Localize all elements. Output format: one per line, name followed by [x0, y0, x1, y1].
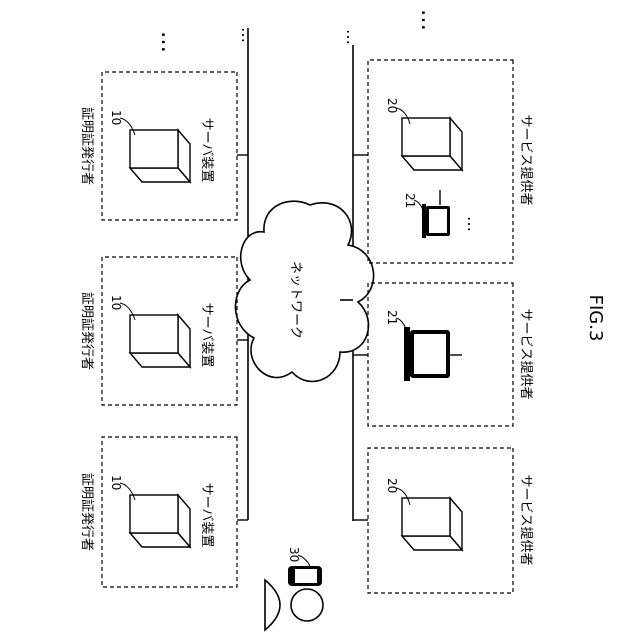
provider-group-3: サービス提供者 20: [353, 448, 534, 593]
server-cube-icon: [130, 130, 190, 182]
provider-title: サービス提供者: [518, 308, 534, 399]
laptop-icon: [422, 204, 450, 238]
issuer-title: 証明証発行者: [79, 473, 94, 551]
server-label: サーバ装置: [199, 303, 214, 368]
figure-caption: FIG.3: [585, 295, 606, 342]
provider-title: サービス提供者: [518, 114, 534, 205]
user-person-icon: [265, 580, 323, 630]
server-ref-number: 10: [109, 110, 123, 125]
network-label: ネットワーク: [288, 261, 303, 339]
server-ref-number: 10: [109, 475, 123, 490]
providers-ellipsis: …: [416, 9, 441, 31]
server-ref-number: 20: [385, 478, 399, 493]
issuer-group-3: 証明証発行者 10 サーバ装置: [79, 437, 248, 587]
bus-ellipsis-issuers: …: [238, 27, 257, 43]
issuer-title: 証明証発行者: [79, 107, 94, 185]
smartphone-icon: [288, 566, 322, 586]
server-cube-icon: [130, 495, 190, 547]
server-label: サーバ装置: [199, 118, 214, 183]
server-ref-number: 20: [385, 98, 399, 113]
user-ref-number: 30: [287, 547, 301, 562]
terminal-ellipsis: …: [464, 216, 483, 232]
bus-ellipsis-providers: …: [343, 29, 362, 45]
provider-group-1: サービス提供者 20 21 …: [353, 60, 534, 263]
server-cube-icon: [130, 315, 190, 367]
issuer-group-1: 証明証発行者 10 サーバ装置: [79, 72, 248, 220]
issuers-ellipsis: …: [156, 31, 181, 53]
server-cube-icon: [402, 498, 462, 550]
server-ref-number: 10: [109, 295, 123, 310]
provider-group-2: サービス提供者 21: [353, 283, 534, 426]
issuer-group-2: 証明証発行者 10 サーバ装置: [79, 257, 248, 405]
server-cube-icon: [402, 118, 462, 170]
laptop-icon: [404, 327, 450, 381]
issuer-title: 証明証発行者: [79, 292, 94, 370]
terminal-ref-number: 21: [385, 310, 399, 325]
user-group: 30: [265, 547, 323, 630]
provider-title: サービス提供者: [518, 474, 534, 565]
server-label: サーバ装置: [199, 483, 214, 548]
